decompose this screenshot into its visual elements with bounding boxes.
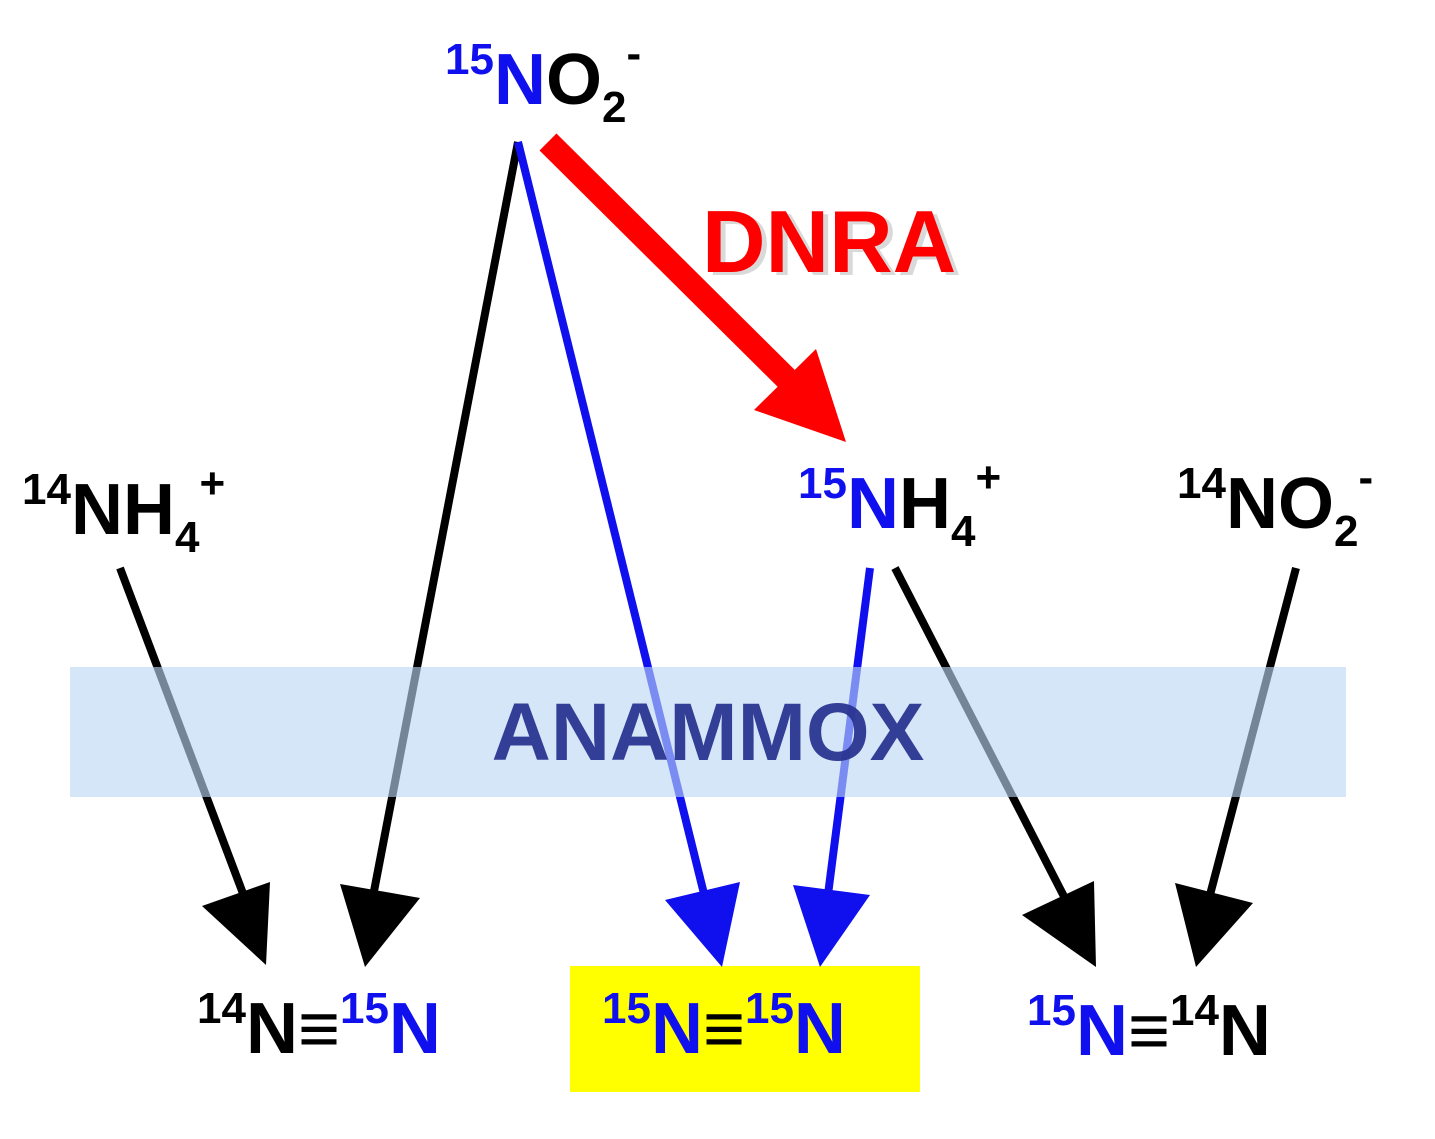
highlight-box <box>570 966 920 1092</box>
arrowhead-product2-left <box>665 882 740 967</box>
species-14nh4: 14NH4 + <box>22 459 225 562</box>
subscript: 4 <box>175 513 200 562</box>
mass-a: 15 <box>1027 986 1076 1035</box>
dnra-label: DNRA <box>702 192 956 291</box>
dnra-arrowhead <box>754 349 846 442</box>
product-15n-15n: 15N≡15N <box>602 984 846 1069</box>
atom-a: N <box>1076 991 1128 1071</box>
hydrogen: H <box>123 470 175 550</box>
arrowhead-product3-right <box>1175 883 1253 967</box>
arrowhead-product1-right <box>340 884 420 967</box>
atom-a: N <box>651 989 703 1069</box>
oxygen: O <box>1278 464 1334 544</box>
dnra-arrow-shaft <box>539 133 809 401</box>
species-14no2: 14NO2- <box>1177 453 1373 556</box>
oxygen: O <box>546 40 602 120</box>
charge: + <box>975 453 1001 502</box>
atom-a: N <box>246 989 298 1069</box>
nitrogen-14: N <box>71 470 123 550</box>
mass-b: 14 <box>1170 986 1219 1035</box>
arrowhead-product1-left <box>202 882 270 965</box>
mass-number: 15 <box>798 459 847 508</box>
subscript: 2 <box>1334 507 1358 556</box>
mass-a: 14 <box>197 984 246 1033</box>
charge: - <box>626 29 641 78</box>
atom-b: N <box>389 989 441 1069</box>
dnra-label-shadow: DNRA <box>707 195 961 294</box>
nitrogen-14: N <box>1226 464 1278 544</box>
mass-number: 14 <box>22 465 71 514</box>
mass-number: 14 <box>1177 459 1226 508</box>
arrowhead-product2-right <box>793 885 870 967</box>
species-15nh4: 15NH4 + <box>798 453 1001 556</box>
triple-bond: ≡ <box>703 989 745 1069</box>
nitrogen-15: N <box>847 464 899 544</box>
charge: - <box>1358 453 1373 502</box>
subscript: 4 <box>951 507 976 556</box>
charge: + <box>199 459 225 508</box>
mass-a: 15 <box>602 984 651 1033</box>
triple-bond: ≡ <box>1128 991 1170 1071</box>
anammox-band <box>70 667 1346 797</box>
nitrogen-15: N <box>494 40 546 120</box>
triple-bond: ≡ <box>298 989 340 1069</box>
product-15n-14n: 15N≡14N <box>1027 986 1271 1071</box>
species-15no2: 15NO2- <box>445 29 641 132</box>
mass-number: 15 <box>445 35 494 84</box>
hydrogen: H <box>899 464 951 544</box>
mass-b: 15 <box>340 984 389 1033</box>
product-14n-15n: 14N≡15N <box>197 984 441 1069</box>
atom-b: N <box>794 989 846 1069</box>
anammox-label: ANAMMOX <box>492 687 925 778</box>
mass-b: 15 <box>745 984 794 1033</box>
atom-b: N <box>1219 991 1271 1071</box>
dnra-arrow <box>539 133 846 442</box>
arrowhead-product3-left <box>1022 881 1096 967</box>
subscript: 2 <box>602 83 626 132</box>
